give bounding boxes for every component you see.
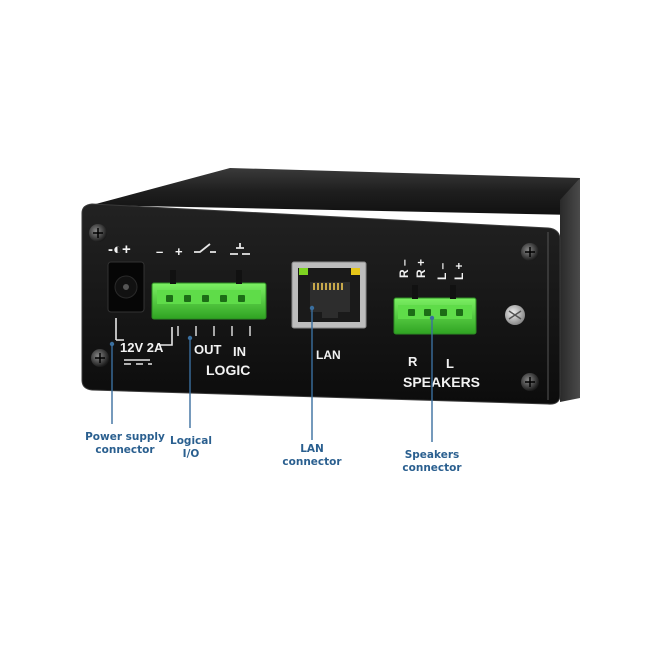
lan-led-activity [351, 268, 360, 275]
power-jack [107, 261, 145, 313]
speakers-pin-labels: R – R + L – L + [397, 259, 466, 280]
callout-logic-line2: I/O [183, 448, 200, 460]
power-bracket [115, 318, 173, 365]
logic-out-label: OUT [194, 342, 222, 357]
leader-lan [309, 305, 315, 440]
panel-screw-bottom-right [521, 373, 539, 391]
power-polarity-label: -◐+ [108, 241, 131, 258]
speakers-l-label: L [446, 356, 454, 371]
speakers-l-plus-label: L + [452, 263, 466, 280]
logic-minus-label: – [156, 244, 163, 259]
callout-power-line2: connector [95, 444, 155, 456]
panel-screw-top-right [521, 243, 539, 261]
lan-led-link [299, 268, 308, 275]
panel-screw-bottom-left [91, 349, 109, 367]
logic-pin-ticks [177, 326, 251, 336]
callout-speakers: Speakers connector [402, 449, 462, 474]
speakers-r-minus-label: R – [397, 259, 411, 278]
callout-logic-line1: Logical [170, 435, 212, 447]
logic-switch-icon [194, 243, 216, 253]
callout-speakers-line1: Speakers [405, 449, 460, 461]
callout-leaders [109, 305, 435, 442]
logic-plus-label: + [175, 244, 183, 259]
callout-power: Power supply connector [85, 431, 165, 456]
callout-lan-line2: connector [282, 456, 342, 468]
speakers-title: SPEAKERS [403, 374, 480, 390]
logic-connector [151, 270, 267, 320]
callout-logic: Logical I/O [170, 435, 212, 460]
callout-power-line1: Power supply [85, 431, 165, 443]
lan-label: LAN [316, 348, 341, 362]
speakers-l-minus-label: L – [435, 263, 449, 280]
speakers-r-label: R [408, 354, 418, 369]
power-rating-label: 12V 2A [120, 340, 164, 355]
logic-pushbutton-icon [230, 243, 250, 255]
speakers-connector [393, 285, 477, 335]
panel-screw-top-left [89, 224, 107, 242]
leader-power [109, 341, 115, 424]
callout-lan: LAN connector [282, 443, 342, 468]
logic-in-label: IN [233, 344, 246, 359]
leader-logic [187, 335, 193, 428]
callout-lan-line1: LAN [300, 443, 324, 455]
speakers-r-plus-label: R + [414, 259, 428, 278]
callout-speakers-line2: connector [402, 462, 462, 474]
ground-screw [505, 305, 525, 325]
logic-title: LOGIC [206, 362, 250, 378]
lan-port [291, 261, 367, 329]
leader-speakers [429, 315, 435, 442]
